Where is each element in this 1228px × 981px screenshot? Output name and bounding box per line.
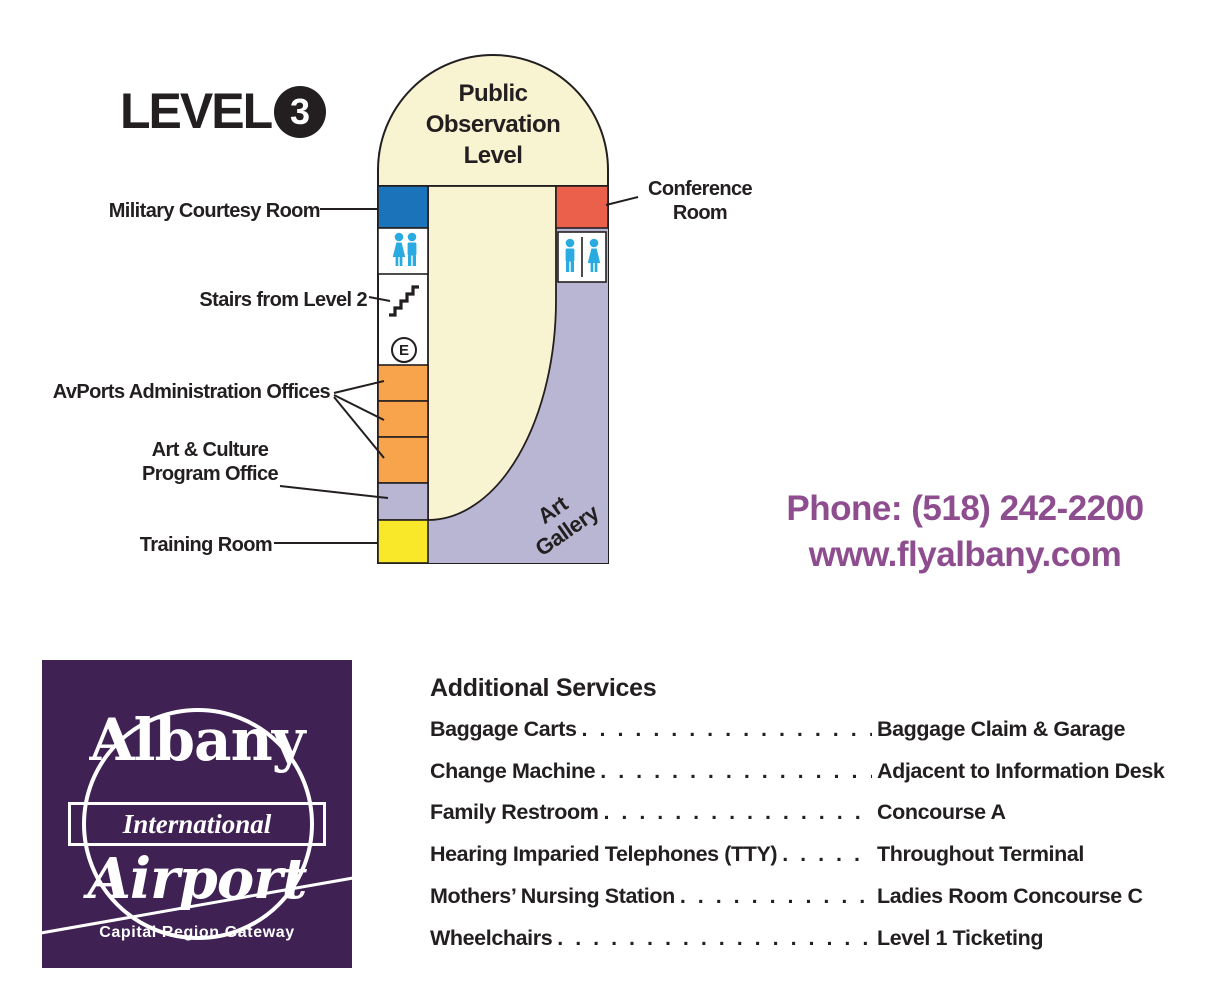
globe-icon xyxy=(82,708,314,940)
military-courtesy-room-shape xyxy=(377,185,429,229)
avports-office-2-shape xyxy=(377,400,429,438)
connector-line xyxy=(333,380,385,394)
logo-albany: Albany xyxy=(89,706,305,774)
stairs-label: Stairs from Level 2 xyxy=(199,289,367,311)
dot-leader xyxy=(680,884,872,909)
connector-line xyxy=(333,396,385,459)
service-name: Mothers’ Nursing Station xyxy=(430,883,675,908)
dot-leader xyxy=(782,842,872,867)
service-name: Wheelchairs xyxy=(430,925,553,950)
service-location: Adjacent to Information Desk xyxy=(877,758,1165,783)
additional-services: Additional Services Baggage Carts Baggag… xyxy=(430,674,1167,967)
airport-logo: Albany International Airport Capital Reg… xyxy=(42,660,352,968)
conference-room-shape xyxy=(555,185,609,229)
website-url: www.flyalbany.com xyxy=(808,535,1122,575)
dot-leader xyxy=(557,926,872,951)
art-culture-office-label: Art & Culture Program Office xyxy=(141,439,279,486)
phone-number: Phone: (518) 242-2200 xyxy=(786,489,1144,528)
art-culture-office-shape xyxy=(377,482,429,521)
service-row: Mothers’ Nursing Station Ladies Room Con… xyxy=(430,884,1167,909)
level-number: 3 xyxy=(289,91,311,132)
service-name: Change Machine xyxy=(430,758,596,783)
connector-line xyxy=(333,394,385,421)
elevator-letter: E xyxy=(398,341,409,359)
training-room-shape xyxy=(377,519,429,564)
level-label: LEVEL xyxy=(120,83,273,139)
avports-offices-label: AvPorts Administration Offices xyxy=(52,381,331,403)
connector-lines xyxy=(274,196,639,544)
observation-well-shape xyxy=(427,185,557,521)
service-name: Baggage Carts xyxy=(430,717,577,741)
elevator-icon: E xyxy=(391,337,417,363)
avports-office-1-shape xyxy=(377,364,429,402)
service-row: Family Restroom Concourse A xyxy=(430,800,1167,825)
service-location: Ladies Room Concourse C xyxy=(877,883,1143,908)
connector-line xyxy=(368,296,391,302)
service-location: Level 1 Ticketing xyxy=(877,925,1044,950)
observation-level-label: Public Observation Level xyxy=(425,80,561,170)
connector-line xyxy=(605,196,639,206)
service-row: Baggage Carts Baggage Claim & Garage xyxy=(430,717,1167,742)
art-gallery-floor-shape xyxy=(428,228,608,563)
conference-room-label: Conference Room xyxy=(647,178,753,225)
service-location: Concourse A xyxy=(877,800,1006,825)
stairs-icon xyxy=(389,285,419,317)
level-number-badge: 3 xyxy=(274,86,326,138)
training-room-label: Training Room xyxy=(139,534,273,556)
services-title: Additional Services xyxy=(430,674,657,702)
man-restroom-icon xyxy=(407,232,417,266)
connector-line xyxy=(279,485,389,499)
logo-international: International xyxy=(122,808,272,839)
logo-airport: Airport xyxy=(87,846,307,912)
military-courtesy-room-label: Military Courtesy Room xyxy=(108,200,321,222)
service-row: Change Machine Adjacent to Information D… xyxy=(430,759,1167,784)
service-location: Throughout Terminal xyxy=(877,842,1084,867)
woman-restroom-icon xyxy=(587,238,601,272)
service-location: Baggage Claim & Garage xyxy=(877,717,1126,741)
contact-block: Phone: (518) 242-2200 www.flyalbany.com xyxy=(730,486,1200,578)
dot-leader xyxy=(600,759,872,784)
dot-leader xyxy=(603,800,872,825)
service-name: Family Restroom xyxy=(430,800,599,825)
service-name: Hearing Imparied Telephones (TTY) xyxy=(430,842,778,867)
observation-dome-shape xyxy=(377,54,609,187)
avports-office-3-shape xyxy=(377,436,429,484)
dot-leader xyxy=(582,717,872,742)
man-restroom-icon xyxy=(565,238,575,272)
logo-tagline: Capital Region Gateway xyxy=(99,924,295,941)
logo-international-banner: International xyxy=(68,802,326,846)
service-row: Wheelchairs Level 1 Ticketing xyxy=(430,926,1167,951)
woman-restroom-icon xyxy=(392,232,406,266)
service-row: Hearing Imparied Telephones (TTY) Throug… xyxy=(430,842,1167,867)
